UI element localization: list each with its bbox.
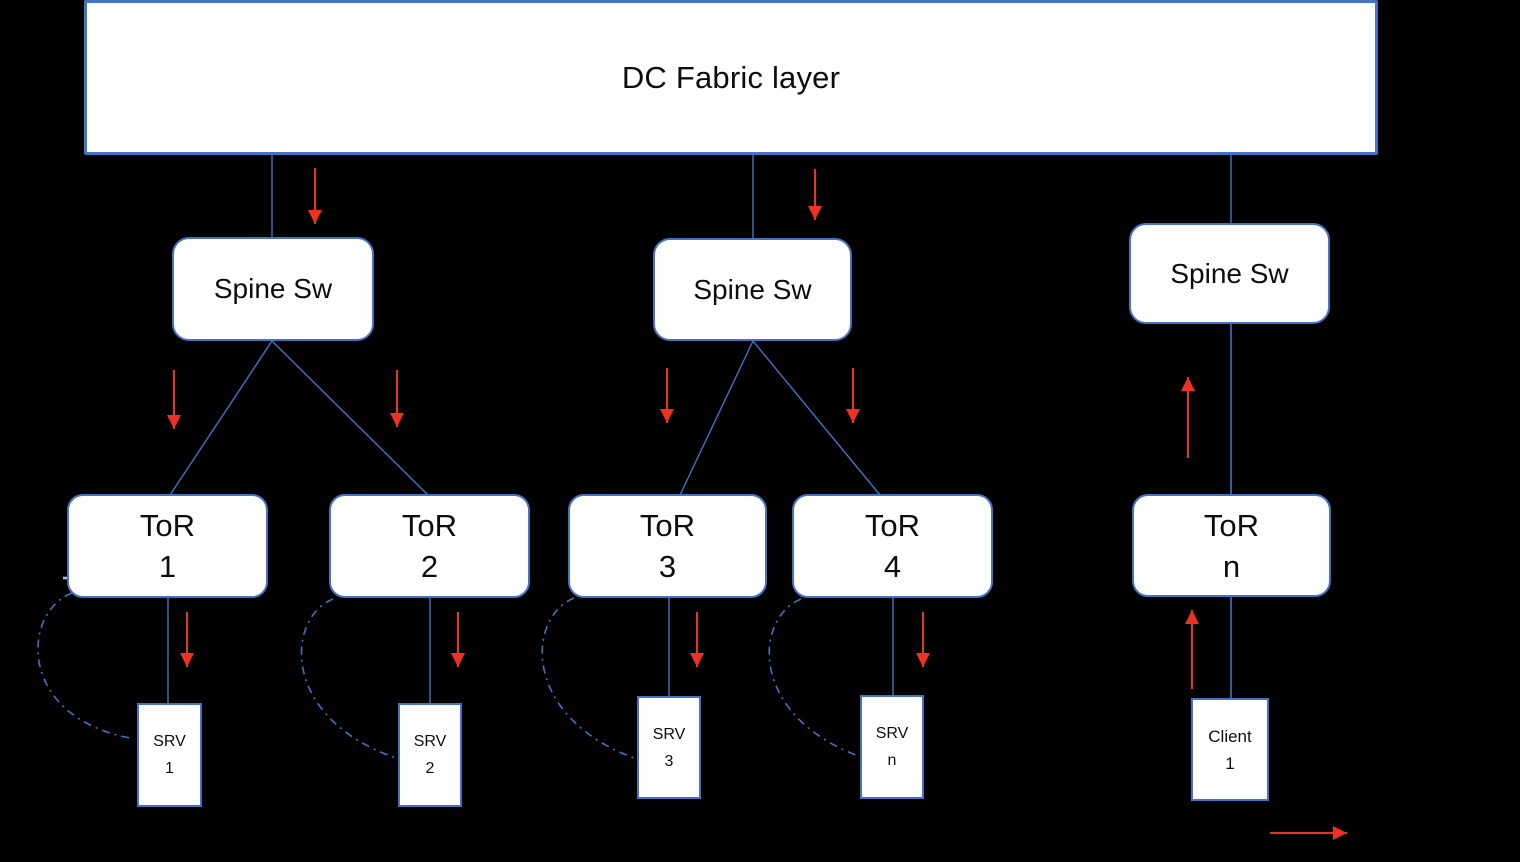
spine-switch-3-box: Spine Sw	[1129, 223, 1330, 324]
server-label-line2: n	[887, 752, 897, 769]
tor-label-line1: ToR	[401, 508, 458, 543]
tor-label-line2: 3	[658, 549, 677, 584]
spine-switch-1-box: Spine Sw	[172, 237, 374, 341]
server-1-box: SRV 1	[137, 703, 202, 807]
server-label-line1: SRV	[153, 733, 186, 750]
loopback-arc-tor2	[300, 598, 397, 759]
tor-switch-2-box: ToR 2	[329, 494, 530, 598]
loopback-arc-tor3	[541, 597, 635, 759]
server-3-box: SRV 3	[637, 696, 701, 799]
tor-switch-1-box: ToR 1	[67, 494, 268, 598]
spine-switch-label: Spine Sw	[1170, 257, 1289, 289]
server-label-line2: 1	[165, 760, 174, 777]
tor-switch-n-box: ToR n	[1132, 494, 1331, 597]
tor-switch-3-box: ToR 3	[568, 494, 767, 598]
spine-switch-label: Spine Sw	[693, 273, 812, 305]
connector-spine1-tor2	[271, 340, 429, 496]
connector-spine2-tor4	[752, 340, 881, 496]
spine-switch-label: Spine Sw	[213, 273, 333, 304]
tor-label-line1: ToR	[639, 508, 696, 543]
tor-label-line2: 1	[158, 549, 177, 584]
server-2-box: SRV 2	[398, 703, 462, 807]
tor-switch-4-box: ToR 4	[792, 494, 993, 598]
server-label-line1: SRV	[652, 725, 686, 743]
tor-label-line2: n	[1222, 548, 1241, 584]
tor-label-line2: 4	[883, 549, 902, 584]
loopback-arc-tor4	[768, 598, 862, 758]
client-1-box: Client 1	[1191, 698, 1269, 801]
tor-label-line2: 2	[420, 549, 439, 584]
spine-switch-2-box: Spine Sw	[653, 238, 852, 341]
tor-label-line1: ToR	[864, 508, 921, 543]
server-n-box: SRV n	[860, 695, 924, 799]
connector-spine1-tor1	[169, 340, 273, 496]
loopback-arc-tor1	[37, 592, 131, 739]
client-label-line1: Client	[1208, 726, 1252, 746]
fabric-layer-label: DC Fabric layer	[621, 59, 841, 95]
server-label-line2: 2	[425, 760, 435, 777]
tor-label-line1: ToR	[1203, 507, 1260, 543]
client-label-line2: 1	[1225, 753, 1235, 773]
fabric-layer-box: DC Fabric layer	[84, 0, 1378, 155]
tor-label-line1: ToR	[139, 508, 196, 543]
server-label-line1: SRV	[413, 733, 447, 750]
server-label-line1: SRV	[875, 725, 909, 742]
connector-spine2-tor3	[679, 340, 754, 496]
server-label-line2: 3	[664, 752, 674, 770]
